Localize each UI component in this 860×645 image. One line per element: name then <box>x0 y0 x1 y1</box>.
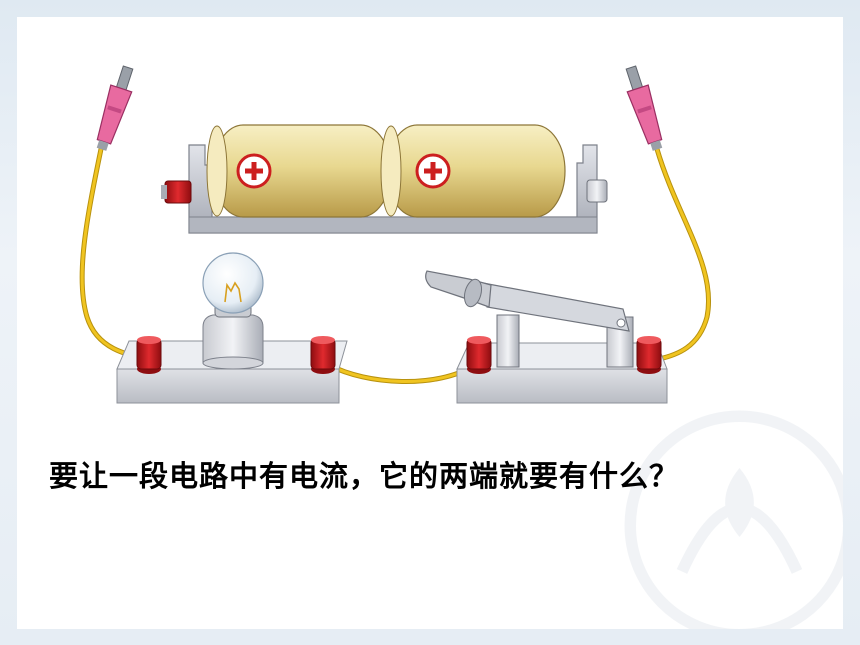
battery-terminal-red <box>161 180 192 204</box>
terminal-switch-left <box>466 336 492 374</box>
circuit-illustration <box>79 65 711 404</box>
battery-cell-left <box>206 124 392 218</box>
knife-switch-icon <box>425 270 634 368</box>
terminal-bulb-left <box>136 336 162 374</box>
battery-holder <box>188 144 598 234</box>
battery-cell-right <box>380 124 566 218</box>
alligator-clip-right <box>625 65 663 151</box>
question-text: 要让一段电路中有电流，它的两端就要有什么？ <box>49 459 680 493</box>
slide: 要让一段电路中有电流，它的两端就要有什么？ <box>17 17 843 629</box>
watermark-icon <box>624 410 843 629</box>
terminal-bulb-right <box>310 336 336 374</box>
alligator-clip-left <box>96 65 134 151</box>
terminal-switch-right <box>636 336 662 374</box>
light-bulb-icon <box>202 252 264 370</box>
battery-terminal-silver <box>586 179 608 203</box>
